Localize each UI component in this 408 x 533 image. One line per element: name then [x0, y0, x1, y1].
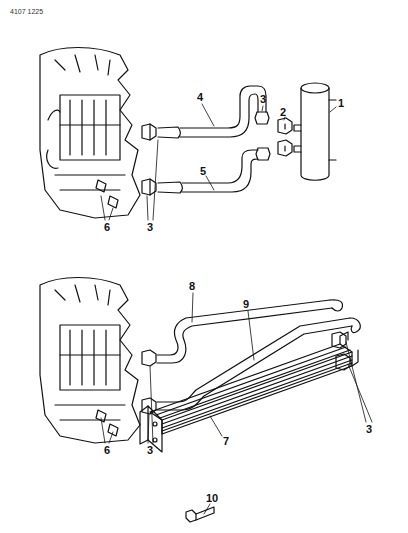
tube-fitting [255, 112, 269, 124]
tube-fitting [255, 112, 270, 160]
cooler-tube-4 [180, 86, 266, 128]
transmission-housing [70, 330, 106, 385]
fitting [142, 124, 156, 140]
leader-line [101, 293, 372, 514]
transmission-housing [47, 110, 60, 168]
cooler-tube-9 [350, 318, 360, 333]
oil-cooler-7 [340, 332, 358, 366]
nut [278, 118, 292, 156]
transmission-housing [60, 95, 120, 160]
callout-number: 9 [243, 298, 249, 310]
callout-number: 5 [200, 165, 206, 177]
drawing-number: 4107 1225 [10, 8, 43, 16]
callout-number: 4 [197, 91, 203, 103]
callout-number: 6 [104, 221, 110, 233]
leader-line [148, 366, 153, 443]
callout-number: 6 [104, 444, 110, 456]
cooler-cylinder [294, 125, 301, 152]
callout-number: 3 [366, 423, 372, 435]
callout-number: 3 [147, 221, 153, 233]
cooler-tube-5 [182, 150, 258, 192]
cooler-cylinder [294, 83, 336, 180]
transmission-housing [40, 48, 140, 219]
leader-line [202, 104, 214, 126]
leader-line [330, 107, 336, 112]
leader-line [101, 104, 336, 220]
tube-fitting [256, 148, 270, 160]
oil-cooler-7 [140, 332, 358, 452]
transmission-housing [40, 48, 140, 219]
cooler-cylinder [301, 88, 329, 180]
bolt-10 [186, 510, 196, 522]
leader-line [204, 504, 210, 514]
oil-cooler-7 [153, 438, 157, 442]
oil-cooler-7 [162, 352, 352, 434]
leader-line [101, 418, 113, 443]
fitting [149, 124, 150, 195]
transmission-housing [96, 180, 118, 208]
hose [158, 182, 182, 193]
hose [158, 127, 180, 138]
leader-line [346, 342, 372, 422]
leader-line [248, 311, 254, 360]
fitting [142, 350, 156, 414]
callout-number: 2 [280, 106, 286, 118]
transmission-housing [70, 100, 106, 155]
callout-number: 8 [189, 280, 195, 292]
leader-line [192, 293, 193, 322]
fitting [142, 179, 156, 195]
cooler-tube-4 [180, 86, 266, 137]
leader-line [262, 106, 263, 111]
transmission-housing [55, 125, 125, 190]
transmission-housing [96, 410, 118, 436]
oil-cooler-7 [156, 347, 350, 418]
oil-cooler-7 [150, 344, 352, 420]
hose [158, 127, 182, 193]
transmission-housing [55, 55, 110, 75]
transmission-housing [40, 278, 140, 444]
oil-cooler-7 [140, 406, 148, 444]
callout-number: 10 [206, 492, 218, 504]
callout-number: 3 [260, 93, 266, 105]
cooler-tube-4 [180, 94, 258, 137]
transmission-housing [40, 278, 140, 444]
transmission-housing [55, 355, 125, 420]
bolt-10 [196, 507, 214, 520]
leader-line [210, 416, 222, 436]
fitting [142, 124, 156, 195]
nut [278, 118, 292, 134]
oil-cooler-7 [153, 422, 157, 426]
cooler-tube-8 [157, 308, 332, 363]
nut [278, 140, 292, 156]
oil-cooler-7 [162, 356, 352, 431]
transmission-housing [60, 325, 120, 390]
transmission-housing [55, 285, 110, 305]
leader-line [101, 196, 113, 220]
callout-number: 1 [338, 97, 344, 109]
cooler-cylinder [301, 83, 329, 93]
cooler-tube-5 [182, 150, 258, 183]
leader-line [147, 140, 158, 220]
leader-line [206, 176, 214, 190]
cooler-tube-5 [182, 159, 258, 192]
cooler-cylinder [329, 100, 336, 160]
callout-number: 3 [147, 444, 153, 456]
fitting [142, 350, 156, 366]
bolt-10 [186, 507, 214, 522]
callout-number: 7 [223, 435, 229, 447]
cooler-tube-8 [330, 300, 343, 311]
